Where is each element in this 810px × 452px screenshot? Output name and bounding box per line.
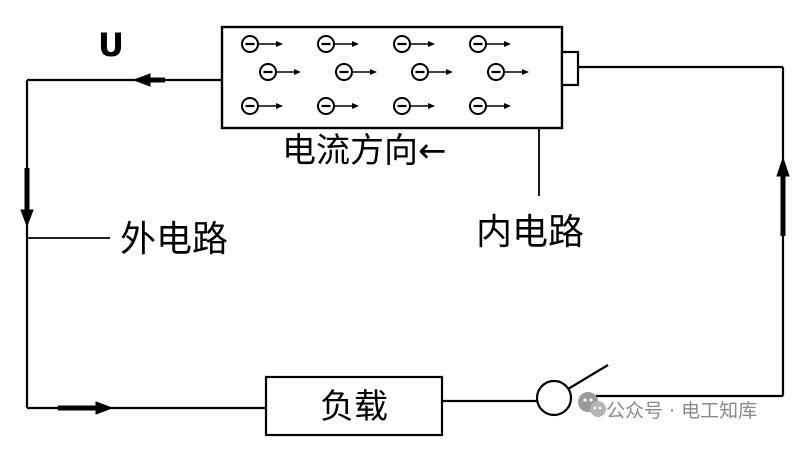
electron-icon	[335, 63, 377, 81]
electron-icon	[241, 35, 283, 53]
electron-icon	[487, 63, 529, 81]
electron-group	[241, 35, 529, 115]
arrow-right-up	[776, 156, 790, 236]
load-label: 负载	[320, 387, 388, 427]
switch	[535, 364, 609, 417]
arrow-bottom-right	[58, 401, 114, 415]
arrow-left-down	[20, 168, 34, 228]
electron-icon	[317, 35, 359, 53]
watermark: 公众号 · 电工知库	[578, 392, 757, 422]
electron-icon	[469, 35, 511, 53]
electron-icon	[317, 97, 359, 115]
electron-icon	[469, 97, 511, 115]
wire-arrows	[20, 73, 790, 415]
switch-pivot-icon	[535, 379, 573, 417]
voltage-label: U	[98, 26, 124, 64]
electron-icon	[393, 35, 435, 53]
external-circuit-label: 外电路	[120, 219, 228, 260]
current-direction-label: 电流方向←	[282, 131, 447, 171]
electron-icon	[411, 63, 453, 81]
electron-icon	[393, 97, 435, 115]
wechat-logo-icon	[578, 392, 606, 417]
electron-icon	[259, 63, 301, 81]
battery-terminal	[560, 50, 580, 87]
switch-blade	[567, 364, 609, 390]
battery	[220, 25, 580, 130]
load-box	[264, 375, 444, 437]
watermark-text: 公众号 · 电工知库	[606, 400, 757, 422]
internal-circuit-label: 内电路	[476, 212, 584, 253]
load: 负载	[264, 375, 444, 437]
electron-icon	[241, 97, 283, 115]
arrow-top-left	[132, 73, 165, 87]
